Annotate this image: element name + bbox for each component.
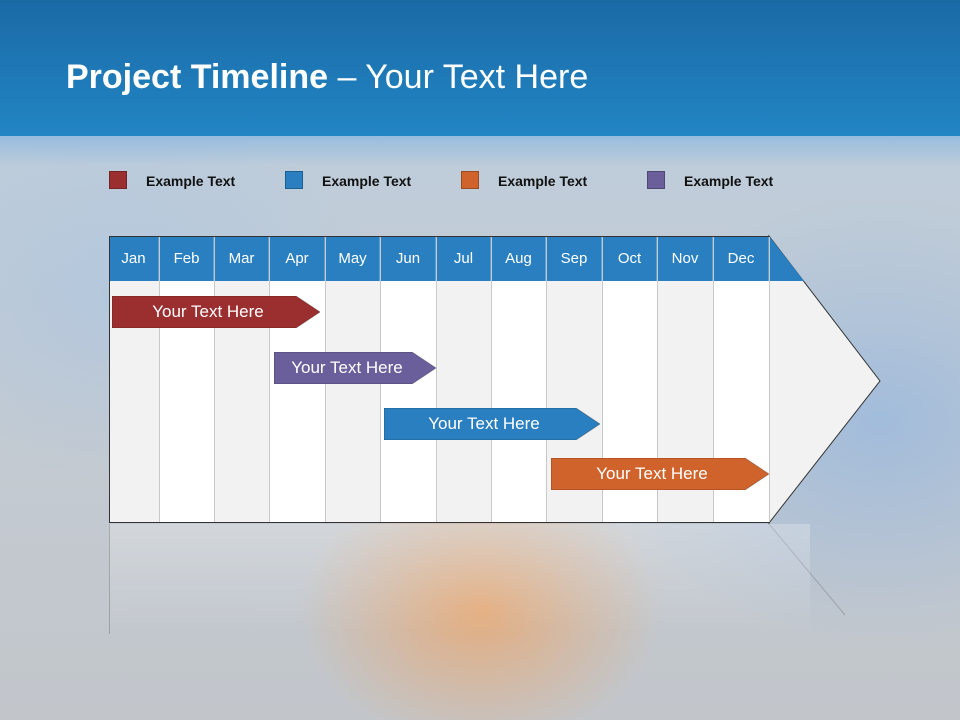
header-glow-band bbox=[0, 136, 960, 166]
month-column-aug: Aug bbox=[492, 236, 547, 523]
title-banner: Project Timeline – Your Text Here bbox=[0, 0, 960, 136]
legend-label-2: Example Text bbox=[322, 173, 412, 189]
legend-swatch-3 bbox=[461, 171, 479, 189]
month-label-oct: Oct bbox=[603, 236, 657, 281]
month-label-dec: Dec bbox=[714, 236, 769, 281]
legend-swatch-2 bbox=[285, 171, 303, 189]
legend-label-1: Example Text bbox=[146, 173, 236, 189]
month-label-jun: Jun bbox=[381, 236, 436, 281]
month-label-jul: Jul bbox=[437, 236, 491, 281]
legend-label-3: Example Text bbox=[498, 173, 588, 189]
month-label-nov: Nov bbox=[658, 236, 713, 281]
timeline-reflection bbox=[109, 524, 810, 634]
legend-swatch-4 bbox=[647, 171, 665, 189]
month-label-aug: Aug bbox=[492, 236, 546, 281]
month-label-sep: Sep bbox=[547, 236, 602, 281]
month-column-jan: Jan bbox=[109, 236, 160, 523]
task-bar-label-1: Your Text Here bbox=[152, 302, 264, 321]
month-label-may: May bbox=[326, 236, 380, 281]
slide-title: Project Timeline – Your Text Here bbox=[66, 58, 588, 97]
month-label-mar: Mar bbox=[215, 236, 269, 281]
month-column-jul: Jul bbox=[437, 236, 492, 523]
legend-label-4: Example Text bbox=[684, 173, 774, 189]
month-column-mar: Mar bbox=[215, 236, 270, 523]
title-bold: Project Timeline bbox=[66, 58, 329, 96]
legend-swatch-1 bbox=[109, 171, 127, 189]
task-bar-label-4: Your Text Here bbox=[596, 464, 708, 483]
month-label-feb: Feb bbox=[160, 236, 214, 281]
task-bar-label-3: Your Text Here bbox=[428, 414, 540, 433]
task-bar-1: Your Text Here bbox=[112, 296, 320, 328]
task-bar-2: Your Text Here bbox=[274, 352, 436, 384]
task-bar-label-2: Your Text Here bbox=[291, 358, 403, 377]
month-label-apr: Apr bbox=[270, 236, 325, 281]
title-rest: – Your Text Here bbox=[328, 58, 589, 96]
task-bar-3: Your Text Here bbox=[384, 408, 600, 440]
task-bar-4: Your Text Here bbox=[551, 458, 769, 490]
month-column-feb: Feb bbox=[160, 236, 215, 523]
month-label-jan: Jan bbox=[109, 236, 159, 281]
